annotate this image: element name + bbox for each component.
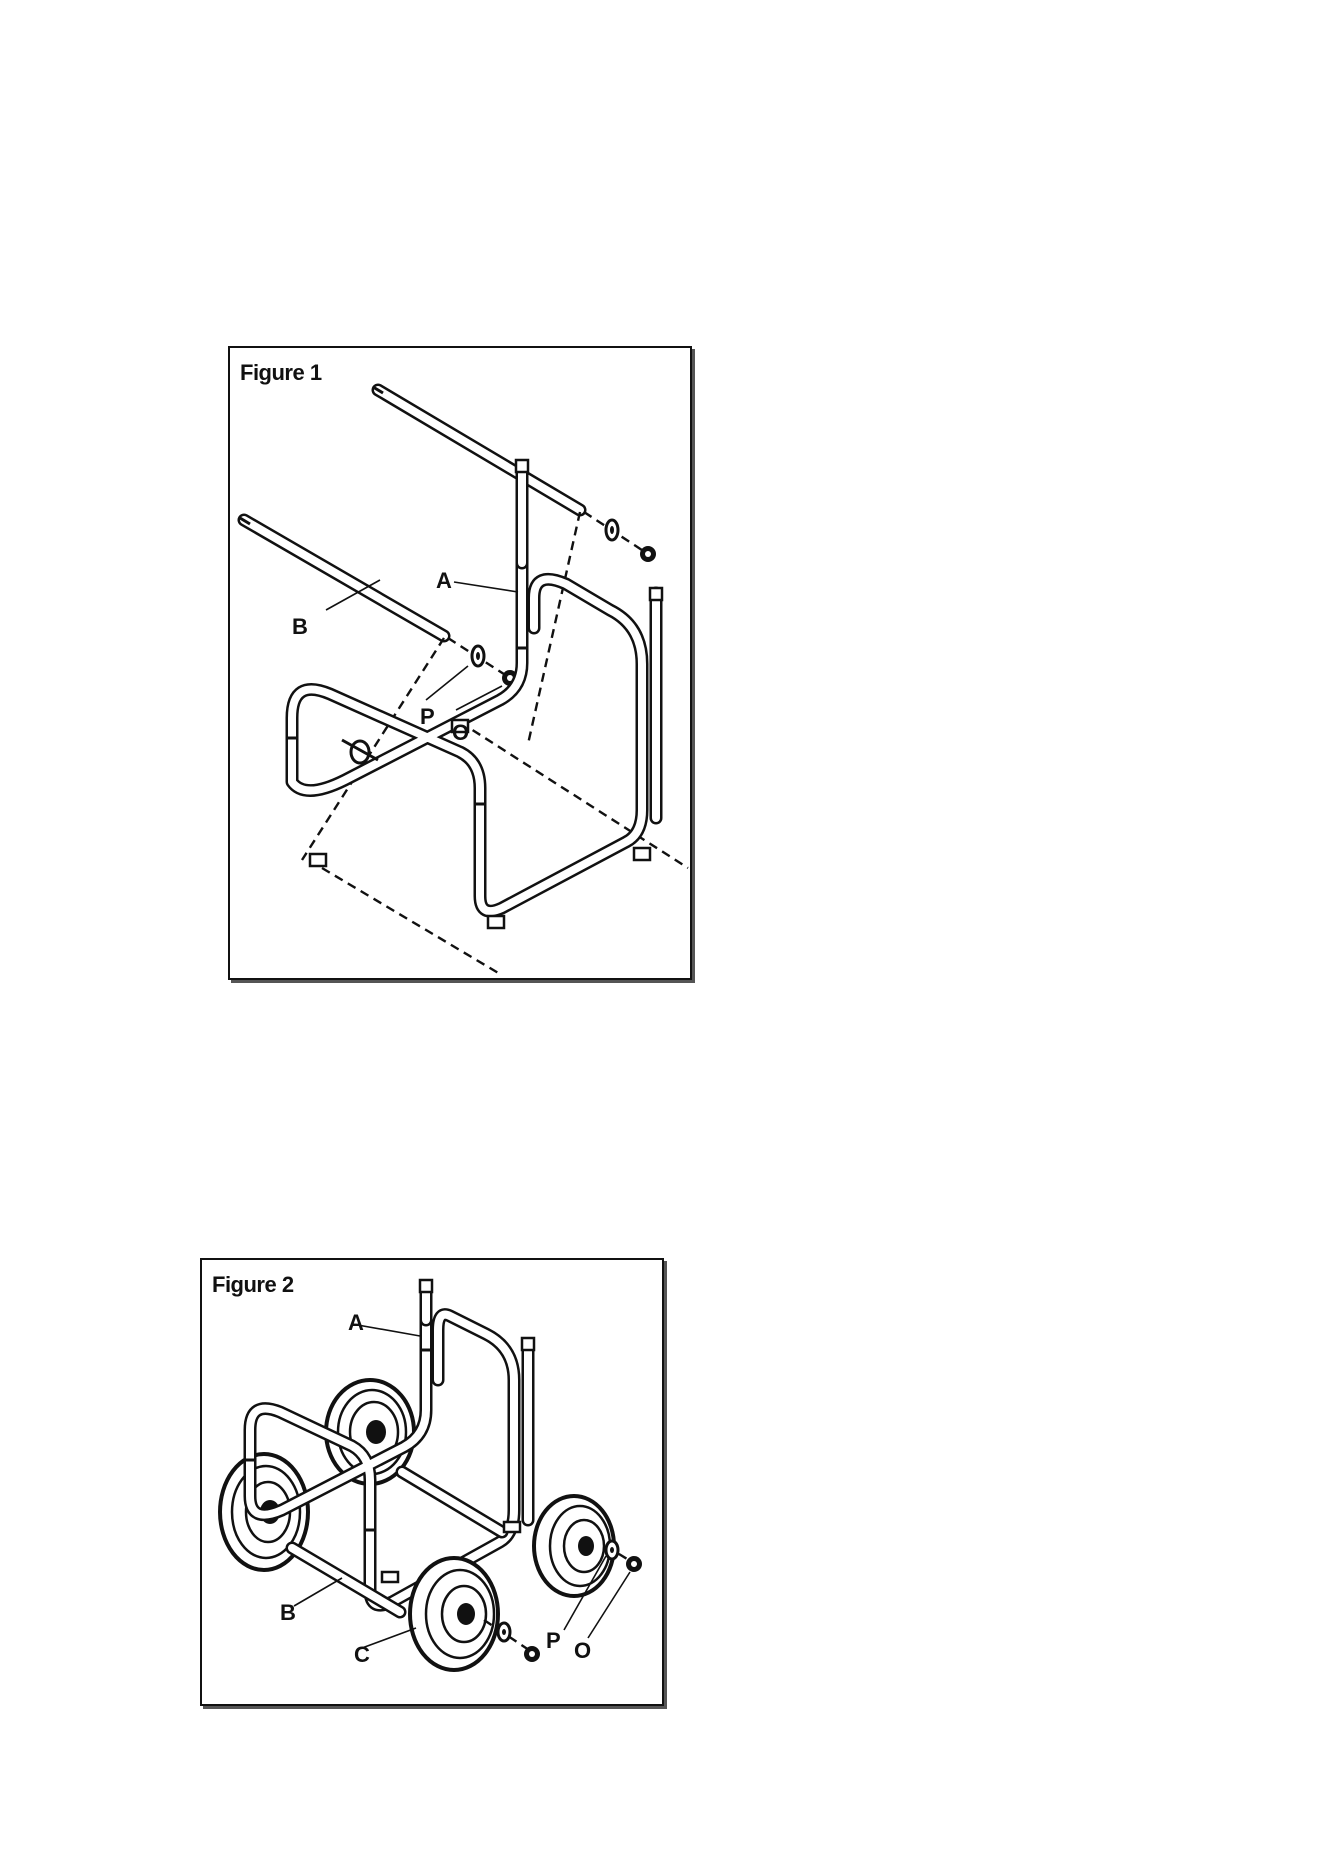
label-a: A	[436, 568, 452, 593]
nut-lower	[524, 1646, 540, 1662]
washer-lower	[498, 1623, 510, 1641]
figure-1-diagram: A B P O	[230, 348, 690, 978]
nut-o	[626, 1556, 642, 1572]
figure-2-diagram: A B C P O	[202, 1260, 662, 1704]
label-c: C	[354, 1642, 370, 1667]
label-o: O	[452, 720, 469, 745]
nut-upper	[640, 546, 656, 562]
axle-rod-upper	[373, 387, 580, 510]
wheel-rear-right	[534, 1496, 614, 1596]
figure-1-panel: Figure 1	[228, 346, 692, 980]
label-p: P	[420, 704, 435, 729]
washer-p	[472, 646, 484, 666]
label-o: O	[574, 1638, 591, 1663]
wheel-c	[410, 1558, 498, 1670]
washer-p	[606, 1541, 618, 1559]
axle-rod-lower	[240, 518, 444, 636]
label-b: B	[280, 1600, 296, 1625]
label-a: A	[348, 1310, 364, 1335]
label-b: B	[292, 614, 308, 639]
label-p: P	[546, 1628, 561, 1653]
figure-2-panel: Figure 2	[200, 1258, 664, 1706]
washer-upper	[606, 520, 618, 540]
